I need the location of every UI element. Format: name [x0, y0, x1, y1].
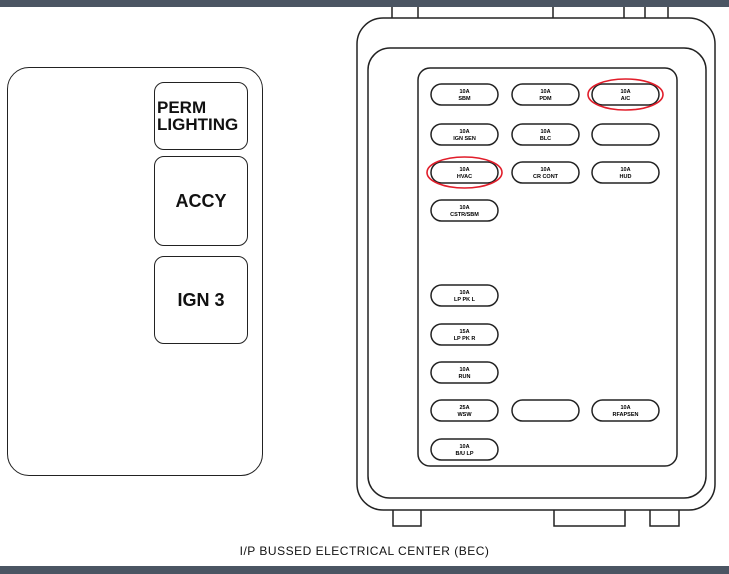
fuse-name: A/C — [621, 96, 631, 102]
fuse-name: PDM — [539, 96, 552, 102]
fuse-body — [430, 438, 499, 461]
fuse-body — [591, 123, 660, 146]
fuse-empty-5[interactable] — [591, 123, 660, 146]
diagram-caption: I/P BUSSED ELECTRICAL CENTER (BEC) — [239, 544, 490, 558]
fuse-body — [430, 83, 499, 106]
bottom-tab-mid — [553, 510, 626, 527]
highlight-circle — [426, 156, 503, 189]
fuse-body — [591, 83, 660, 106]
fuse-body — [430, 123, 499, 146]
fuse-empty-14[interactable] — [511, 399, 580, 422]
bec-outer-housing — [356, 17, 716, 511]
fuse-rating: 10A — [459, 205, 469, 211]
bottom-tab-left — [392, 510, 422, 527]
top-tab-right — [644, 7, 669, 18]
fuse-rating: 10A — [620, 405, 630, 411]
top-bar — [0, 0, 729, 7]
relay-ign3-label: IGN 3 — [177, 290, 225, 310]
fuse-name: LP PK R — [454, 336, 476, 342]
bec-middle-frame — [367, 47, 707, 499]
fuse-body — [511, 123, 580, 146]
fuse-name: BLC — [540, 136, 551, 142]
top-tab-left — [391, 7, 419, 18]
fuse-name: CSTR/SBM — [450, 212, 479, 218]
fuse-rating: 10A — [459, 367, 469, 373]
fuse-name: B/U LP — [455, 451, 473, 457]
fuse-rating: 10A — [459, 167, 469, 173]
fuse-name: HVAC — [457, 174, 472, 180]
fuse-rating: 10A — [459, 129, 469, 135]
top-tab-mid — [552, 7, 625, 18]
fuse-rating: 10A — [620, 89, 630, 95]
fuse-name: RFAPSEN — [613, 412, 639, 418]
fuse-name: IGN SEN — [453, 136, 476, 142]
fuse-body — [511, 161, 580, 184]
bottom-tab-right — [649, 510, 680, 527]
fuse-body — [511, 399, 580, 422]
fuse-name: CR CONT — [533, 174, 559, 180]
fuse-rating: 15A — [459, 329, 469, 335]
fuse-rating: 10A — [540, 129, 550, 135]
fuse-name: SBM — [458, 96, 471, 102]
relay-ign3[interactable]: IGN 3 — [154, 256, 248, 344]
fuse-body — [430, 284, 499, 307]
fuse-rating: 10A — [459, 290, 469, 296]
bottom-bar — [0, 566, 729, 574]
fuse-body — [430, 399, 499, 422]
highlight-circle — [587, 78, 664, 111]
fuse-body — [591, 161, 660, 184]
bec-fuse-field — [417, 67, 678, 467]
fuse-body — [591, 399, 660, 422]
fuse-name: HUD — [620, 174, 632, 180]
fuse-body — [430, 361, 499, 384]
fuse-name: RUN — [459, 374, 471, 380]
fuse-body — [430, 161, 499, 184]
fuse-body — [430, 199, 499, 222]
fuse-name: WSW — [457, 412, 472, 418]
fuse-rating: 10A — [540, 167, 550, 173]
fuse-rating: 10A — [459, 444, 469, 450]
fuse-rating: 25A — [459, 405, 469, 411]
fuse-rating: 10A — [540, 89, 550, 95]
fuse-rating: 10A — [620, 167, 630, 173]
fuse-name: LP PK L — [454, 297, 476, 303]
fuse-body — [430, 323, 499, 346]
fuse-body — [511, 83, 580, 106]
relay-accy[interactable]: ACCY — [154, 156, 248, 246]
relay-accy-label: ACCY — [175, 191, 227, 211]
fuse-rating: 10A — [459, 89, 469, 95]
